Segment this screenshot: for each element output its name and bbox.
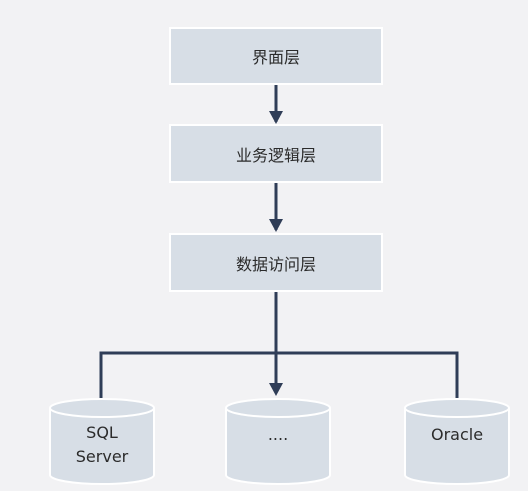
database-cylinder-other [225, 398, 331, 485]
sqlserver-label-line2: Server [75, 447, 129, 466]
business-layer-label: 业务逻辑层 [235, 145, 316, 165]
sqlserver-label-line1: SQL [86, 423, 118, 442]
arrowhead-business-to-dal [269, 219, 283, 232]
arrowhead-ui-to-business [269, 111, 283, 124]
database-cylinder-oracle [404, 398, 510, 485]
connector-bus [99, 351, 459, 398]
arrowhead-to-middle-db [269, 383, 283, 396]
data-access-layer-box: 数据访问层 [169, 233, 383, 292]
ui-layer-label: 界面层 [251, 48, 300, 67]
oracle-db-label: Oracle [430, 425, 484, 444]
data-access-layer-label: 数据访问层 [235, 254, 316, 274]
ui-layer-box: 界面层 [169, 27, 383, 85]
middle-db-label: .... [267, 425, 289, 444]
business-layer-box: 业务逻辑层 [169, 124, 383, 183]
database-cylinder-sqlserver [49, 398, 155, 485]
sqlserver-db-label: SQL Server [50, 420, 154, 470]
